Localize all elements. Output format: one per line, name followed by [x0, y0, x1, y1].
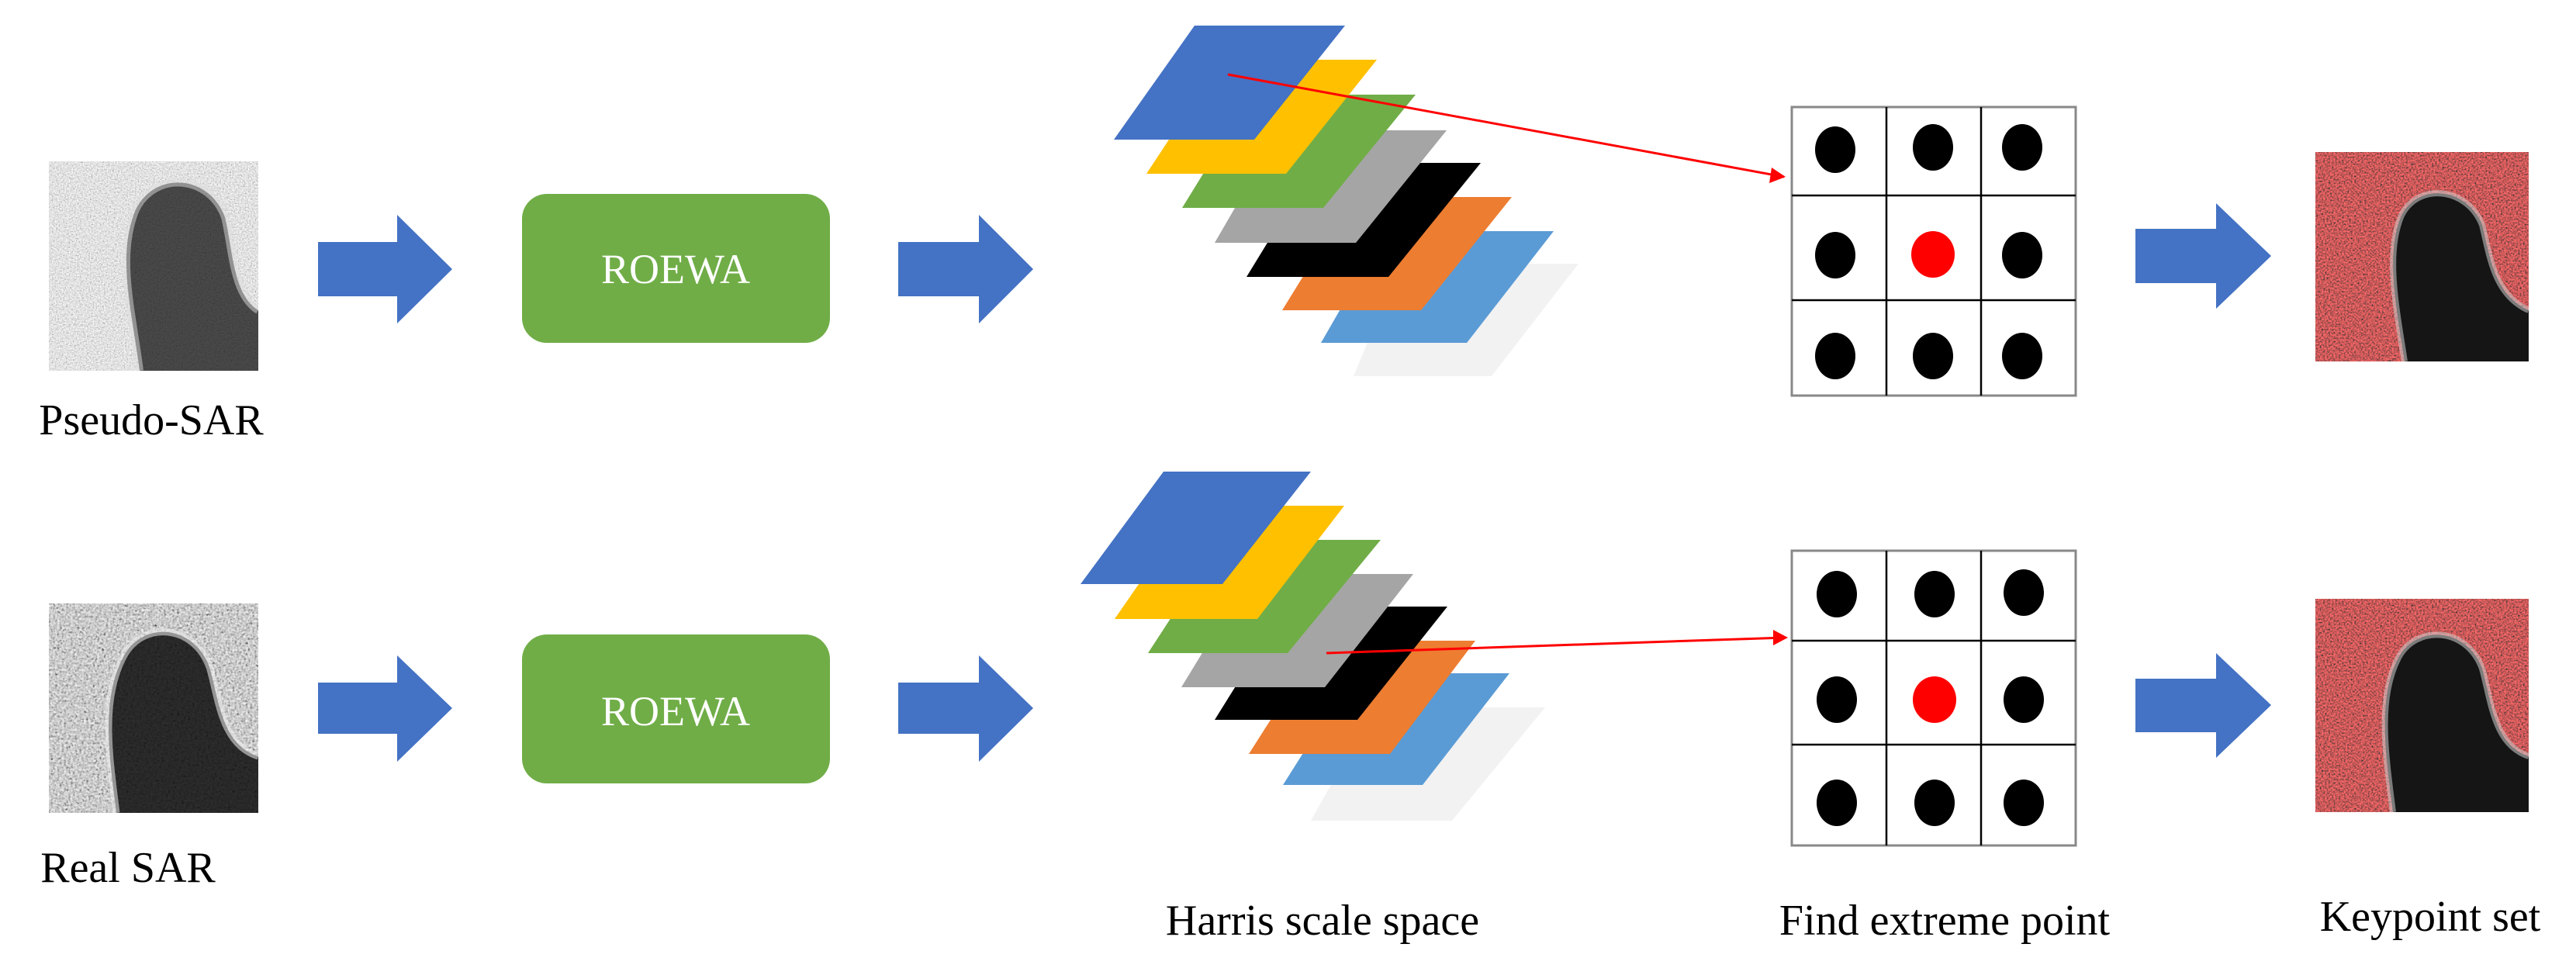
roewa-box: [522, 194, 830, 343]
arrow-right-icon: [898, 655, 1033, 762]
roewa-label: ROEWA: [601, 246, 750, 292]
extreme-point-dot: [1911, 231, 1955, 278]
keypoint-set-label: Keypoint set: [2320, 893, 2541, 941]
keypoint-image: [2315, 152, 2529, 361]
real-sar-label: Real SAR: [40, 844, 216, 892]
pointer-arrowhead: [1773, 630, 1788, 645]
arrow-right-icon: [2135, 203, 2271, 309]
arrow-right-icon: [898, 215, 1033, 323]
harris-scale-space-label: Harris scale space: [1166, 897, 1479, 945]
extreme-point-grid: [1790, 549, 2077, 847]
roewa-box: [522, 634, 830, 783]
find-extreme-point-label: Find extreme point: [1779, 897, 2111, 945]
extreme-point-grid: [1790, 105, 2077, 397]
arrow-right-icon: [318, 655, 452, 762]
harris-scale-stack: [1114, 26, 1578, 376]
roewa-label: ROEWA: [601, 688, 750, 735]
extreme-point-dot: [1913, 676, 1956, 723]
keypoint-image: [2315, 599, 2529, 812]
pseudo-sar-label: Pseudo-SAR: [39, 396, 264, 444]
row-pseudo-sar: Pseudo-SAR ROEWA: [39, 26, 2529, 444]
pointer-arrowhead: [1769, 168, 1786, 183]
pseudo-sar-image: [49, 161, 258, 371]
pointer-line: [1326, 636, 1785, 655]
arrow-right-icon: [318, 215, 452, 323]
harris-scale-stack: [1081, 472, 1545, 821]
real-sar-image: [49, 603, 258, 813]
pointer-line: [1227, 73, 1785, 178]
arrow-right-icon: [2135, 653, 2271, 758]
row-real-sar: Real SAR ROEWA: [40, 472, 2529, 892]
